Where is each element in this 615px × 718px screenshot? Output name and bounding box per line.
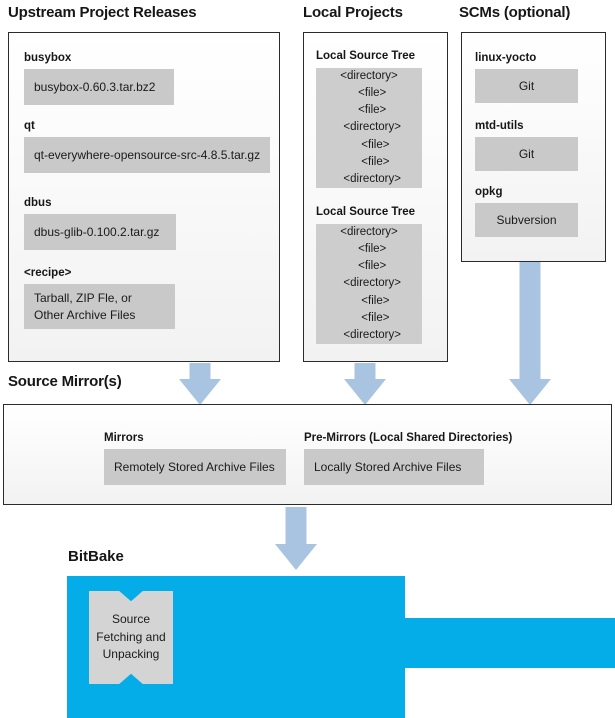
tree-line: <file> xyxy=(351,242,387,255)
bitbake-title: BitBake xyxy=(68,548,124,565)
scms-column-title: SCMs (optional) xyxy=(459,4,571,21)
tree-line: <file> xyxy=(351,260,387,273)
scm-item-label-linux-yocto: linux-yocto xyxy=(475,52,537,64)
scm-item-value-linux-yocto: Git xyxy=(475,69,578,103)
bitbake-task-source-fetching-and-unpacking: Source Fetching and Unpacking xyxy=(89,591,173,684)
scm-item-value-mtd-utils: Git xyxy=(475,137,578,171)
scm-item-value-opkg: Subversion xyxy=(475,203,578,237)
upstream-item-label-recipe: <recipe> xyxy=(24,267,72,279)
local-projects-column-title: Local Projects xyxy=(303,4,403,21)
tree-line: <directory> xyxy=(340,225,398,238)
tree-line: <file> xyxy=(348,155,390,168)
arrow-scms-to-mirrors xyxy=(509,262,551,405)
tree-line: <directory> xyxy=(337,121,401,134)
local-source-tree-label-1: Local Source Tree xyxy=(316,50,416,62)
scm-item-label-opkg: opkg xyxy=(475,186,503,198)
upstream-item-label-busybox: busybox xyxy=(24,52,72,64)
tree-line: <directory> xyxy=(337,329,401,342)
upstream-item-value-recipe: Tarball, ZIP Fle, or Other Archive Files xyxy=(24,284,175,329)
task-line-2: Fetching and xyxy=(96,629,166,644)
pre-mirrors-group-value: Locally Stored Archive Files xyxy=(304,449,484,485)
recipe-value-line-2: Other Archive Files xyxy=(34,307,136,322)
upstream-item-label-dbus: dbus xyxy=(24,197,52,209)
local-source-tree-label-2: Local Source Tree xyxy=(316,206,416,218)
upstream-item-value-busybox: busybox-0.60.3.tar.bz2 xyxy=(24,69,174,105)
arrow-local-projects-to-mirrors xyxy=(344,363,386,405)
mirrors-group-label: Mirrors xyxy=(104,432,144,444)
arrow-mirrors-to-bitbake xyxy=(275,507,317,570)
tree-line: <directory> xyxy=(337,173,401,186)
upstream-item-value-qt: qt-everywhere-opensource-src-4.8.5.tar.g… xyxy=(24,137,270,173)
task-line-1: Source xyxy=(111,612,151,627)
task-line-3: Unpacking xyxy=(102,647,160,662)
mirrors-group-value: Remotely Stored Archive Files xyxy=(104,449,286,485)
arrow-upstream-to-mirrors xyxy=(179,363,221,405)
tree-line: <file> xyxy=(348,294,390,307)
tree-line: <directory> xyxy=(340,69,398,82)
tree-line: <file> xyxy=(351,86,387,99)
scm-item-label-mtd-utils: mtd-utils xyxy=(475,120,524,132)
tree-line: <file> xyxy=(348,311,390,324)
tree-line: <file> xyxy=(348,138,390,151)
upstream-item-label-qt: qt xyxy=(24,120,35,132)
tree-line: <directory> xyxy=(337,277,401,290)
bitbake-arm xyxy=(404,618,615,668)
pre-mirrors-group-label: Pre-Mirrors (Local Shared Directories) xyxy=(304,432,513,444)
upstream-item-value-dbus: dbus-glib-0.100.2.tar.gz xyxy=(24,214,176,250)
upstream-column-title: Upstream Project Releases xyxy=(8,4,197,21)
recipe-value-line-1: Tarball, ZIP Fle, or xyxy=(34,291,132,306)
local-source-tree-box-2: <directory> <file> <file> <directory> <f… xyxy=(316,224,422,344)
local-source-tree-box-1: <directory> <file> <file> <directory> <f… xyxy=(316,68,422,188)
tree-line: <file> xyxy=(351,104,387,117)
source-mirrors-title: Source Mirror(s) xyxy=(8,373,122,390)
